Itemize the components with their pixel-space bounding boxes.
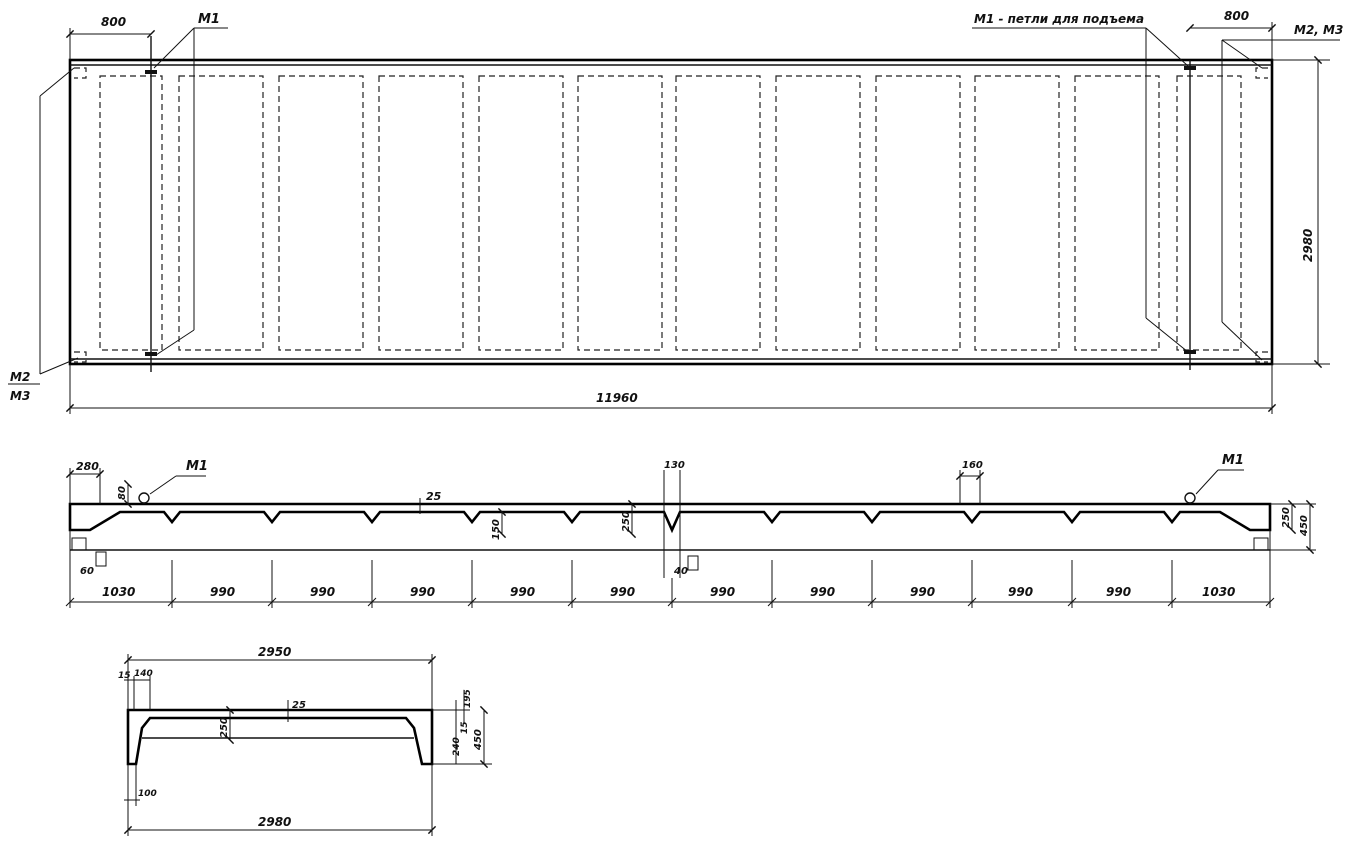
dim-length-11960: 11960	[596, 391, 638, 405]
dim-450-right: 450	[1299, 515, 1310, 537]
dim-25-elev: 25	[426, 490, 442, 503]
dim-40: 40	[673, 566, 688, 577]
spacing-label: 990	[510, 585, 535, 599]
rib-panels	[99, 75, 1242, 351]
label-m2-left: М2	[10, 370, 30, 384]
dim-250-right: 250	[1281, 507, 1292, 528]
dim-800-left: 800	[101, 15, 126, 29]
dim-100: 100	[138, 789, 157, 799]
dim-250-section: 250	[219, 717, 230, 738]
spacing-label: 1030	[1202, 585, 1235, 599]
dim-130: 130	[664, 460, 685, 471]
lifting-loop-icon	[1184, 66, 1196, 70]
lifting-loop-icon	[1184, 492, 1196, 504]
level-mark-mid	[687, 555, 699, 571]
spacing-label: 1030	[102, 585, 135, 599]
label-m1-top: М1	[198, 12, 220, 27]
dim-150: 150	[491, 519, 502, 540]
lifting-loop-icon	[145, 70, 157, 74]
dim-800-right: 800	[1224, 9, 1249, 23]
dim-height-2980: 2980	[1301, 229, 1315, 262]
spacing-label: 990	[310, 585, 335, 599]
section-profile	[126, 708, 434, 766]
lifting-loop-icon	[145, 352, 157, 356]
label-m2-m3-top: М2, М3	[1294, 23, 1343, 37]
dim-280: 280	[76, 460, 99, 473]
dim-160: 160	[962, 460, 983, 471]
spacing-label: 990	[810, 585, 835, 599]
dim-25-section: 25	[292, 700, 306, 711]
elevation-profile	[68, 502, 1272, 534]
label-m1-elev-left: М1	[186, 459, 208, 474]
dim-240: 240	[452, 737, 462, 756]
spacing-label: 990	[710, 585, 735, 599]
dim-15b: 15	[460, 721, 470, 734]
spacing-label: 990	[1008, 585, 1033, 599]
dim-2980-section: 2980	[258, 815, 291, 829]
dim-450-section: 450	[473, 729, 484, 751]
label-m1-note: М1 - петли для подъема	[974, 12, 1144, 26]
cross-section-view: 2950 15 140 25 250 195 240 15 450 100 29…	[118, 645, 492, 836]
dim-15-section: 15	[118, 671, 131, 681]
spacing-label: 990	[410, 585, 435, 599]
dim-60: 60	[80, 566, 94, 577]
spacing-labels: 1030 990 990 990 990 990 990 990 990 990…	[102, 585, 1235, 599]
label-m3-left: М3	[10, 389, 30, 403]
lifting-loop-icon	[138, 492, 150, 504]
spacing-label: 990	[1106, 585, 1131, 599]
slab-outline	[68, 58, 1274, 366]
spacing-ticks	[65, 550, 1275, 608]
dim-140: 140	[134, 669, 153, 679]
spacing-label: 990	[610, 585, 635, 599]
label-m1-elev-right: М1	[1222, 453, 1244, 468]
dim-250-mid: 250	[621, 511, 632, 532]
dim-2950: 2950	[258, 645, 291, 659]
dim-195: 195	[463, 689, 473, 708]
plan-view: 800 М1 М1 - петли для подъема 800 М2, М3…	[8, 9, 1343, 414]
elevation-view: М1 М1 280 80 25 130 160 250 150	[65, 453, 1316, 608]
lifting-loop-icon	[1184, 350, 1196, 354]
dim-80: 80	[117, 486, 128, 500]
spacing-label: 990	[910, 585, 935, 599]
spacing-label: 990	[210, 585, 235, 599]
embedded-parts-corners	[74, 67, 1268, 363]
level-mark-left	[95, 551, 107, 567]
